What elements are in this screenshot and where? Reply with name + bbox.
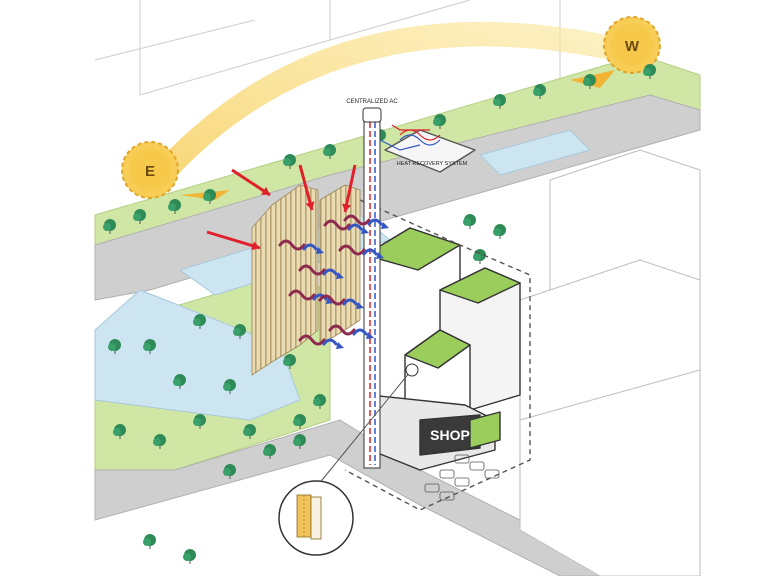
- detail-callout-icon: [278, 363, 419, 556]
- tree-icon: [153, 434, 166, 449]
- tree-icon: [493, 94, 506, 109]
- tree-icon: [283, 354, 296, 369]
- tree-icon: [283, 154, 296, 169]
- airflow-icon: [338, 244, 384, 259]
- main-building: [344, 129, 531, 511]
- airflow-icon: [318, 294, 364, 309]
- canal-right: [479, 129, 591, 176]
- tree-icon: [473, 249, 486, 264]
- parking: [424, 454, 500, 501]
- canal-lower: [94, 289, 301, 421]
- heat-arrow-icon: [342, 164, 357, 213]
- airflow-icon: [343, 214, 389, 229]
- tree-icon: [113, 424, 126, 439]
- heat-arrows: [206, 164, 357, 251]
- tree-icon: [143, 534, 156, 549]
- tree-icon: [173, 374, 186, 389]
- heat-arrow-icon: [298, 164, 315, 211]
- tree-icon: [143, 339, 156, 354]
- centralized-ac-label: CENTRALIZED AC: [346, 99, 398, 105]
- shop-label: SHOP: [430, 427, 470, 443]
- tree-icon: [223, 379, 236, 394]
- tree-icon: [313, 394, 326, 409]
- tree-icon: [193, 314, 206, 329]
- tree-icon: [293, 434, 306, 449]
- tree-icon: [263, 444, 276, 459]
- airflow-icon: [298, 334, 344, 349]
- airflow-icon: [278, 239, 324, 254]
- tree-icon: [193, 414, 206, 429]
- tree-icon: [643, 64, 656, 79]
- tree-icon: [533, 84, 546, 99]
- airflow-icon: [328, 324, 374, 339]
- airflows: [278, 214, 389, 349]
- road-lower: [94, 419, 641, 576]
- tree-icon: [243, 424, 256, 439]
- tree-icon: [223, 464, 236, 479]
- airflow-icon: [298, 264, 344, 279]
- sun-east-label: E: [145, 163, 155, 180]
- airflow-icon: [323, 219, 369, 234]
- tree-icon: [168, 199, 181, 214]
- heat-arrow-icon: [206, 230, 261, 251]
- tree-icon: [133, 209, 146, 224]
- heat-recovery-label: HEAT RECOVERY SYSTEM: [397, 161, 468, 167]
- tree-icon: [493, 224, 506, 239]
- tree-icon: [103, 219, 116, 234]
- tree-icon: [233, 324, 246, 339]
- tree-icon: [463, 214, 476, 229]
- sun-west-label: W: [625, 38, 640, 55]
- tree-icon: [433, 114, 446, 129]
- tree-icon: [323, 144, 336, 159]
- tree-icon: [293, 414, 306, 429]
- heat-arrow-icon: [231, 168, 271, 197]
- tree-icon: [183, 549, 196, 564]
- tree-icon: [583, 74, 596, 89]
- airflow-icon: [288, 289, 334, 304]
- tree-icon: [108, 339, 121, 354]
- sun-east-icon: E: [121, 141, 179, 199]
- sun-west-icon: W: [603, 16, 661, 74]
- neighbour-buildings: [519, 149, 701, 576]
- sun-path: [150, 21, 630, 185]
- tree-icon: [203, 189, 216, 204]
- ac-shaft: [362, 107, 441, 469]
